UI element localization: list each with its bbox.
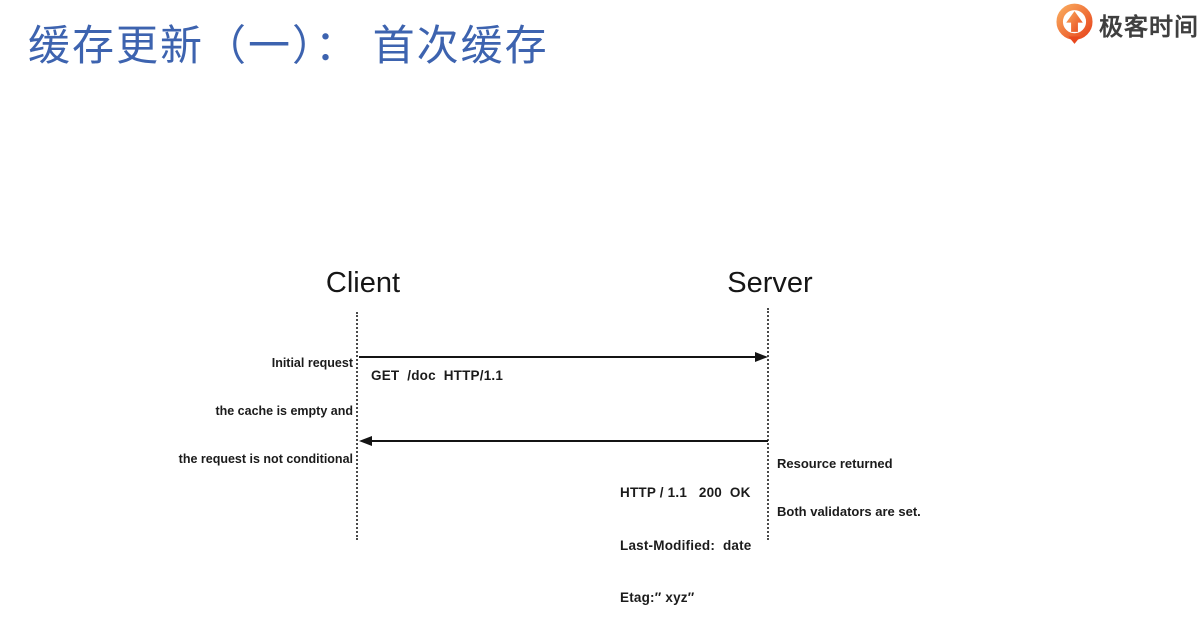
response-arrow	[371, 440, 768, 442]
request-arrow	[359, 356, 756, 358]
request-note-line: the cache is empty and	[215, 404, 353, 418]
response-message-line: HTTP / 1.1 200 OK	[620, 485, 751, 500]
response-message-line: Etag:″ xyz″	[620, 590, 695, 605]
response-message-label: HTTP / 1.1 200 OK Last-Modified: date Et…	[620, 449, 752, 629]
arrowhead-left-icon	[359, 435, 372, 446]
geektime-logo-icon	[1056, 3, 1093, 46]
request-message-label: GET /doc HTTP/1.1	[371, 368, 504, 383]
server-lifeline	[767, 308, 769, 540]
brand-name: 极客时间	[1099, 14, 1198, 41]
client-lifeline	[356, 312, 358, 540]
server-label: Server	[727, 267, 813, 299]
request-note-line: the request is not conditional	[178, 452, 353, 466]
arrowhead-right-icon	[755, 351, 768, 362]
response-note-line: Resource returned	[777, 456, 893, 471]
request-note: Initial request the cache is empty and t…	[160, 323, 353, 499]
client-label: Client	[325, 267, 401, 299]
response-message-line: Last-Modified: date	[620, 537, 752, 553]
response-note-line: Both validators are set.	[777, 504, 921, 519]
geektime-logo: 极客时间	[1056, 3, 1198, 46]
page-title: 缓存更新（一）： 首次缓存	[28, 22, 549, 69]
request-note-line: Initial request	[271, 356, 353, 370]
response-note: Resource returned Both validators are se…	[777, 424, 921, 552]
